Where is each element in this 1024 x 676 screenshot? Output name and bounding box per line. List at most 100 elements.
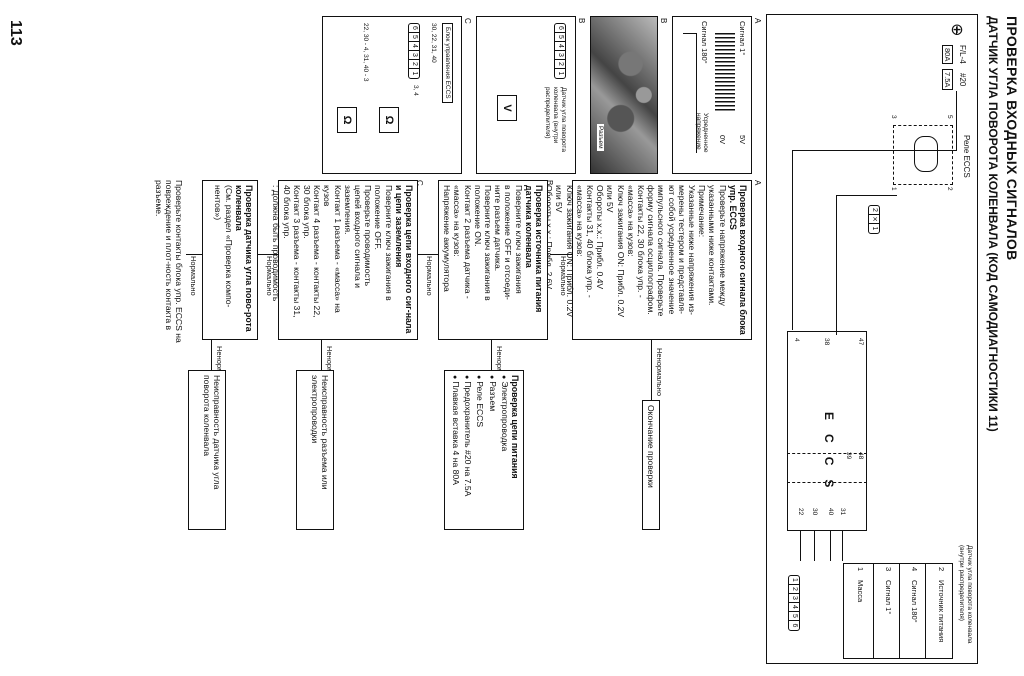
sensor-note: Датчик угла поворота коленвала (внутри р… (544, 87, 567, 152)
fuse-block: ⊕ F/L-4 #20 80A 7.5A (907, 23, 967, 93)
page-title: ПРОВЕРКА ВХОДНЫХ СИГНАЛОВ (1004, 16, 1020, 261)
battery-icon: ⊕ (947, 23, 967, 36)
sensor-row: 4 Сигнал 180° (910, 564, 926, 658)
shield-lines (787, 453, 867, 483)
page-number: 113 (7, 20, 24, 46)
text-line: кузов (322, 185, 333, 207)
text-line: Проверьте напряжение между (717, 185, 728, 306)
text-line: 40 блока упр. (281, 185, 292, 239)
step-a-box: Проверка входного сигнала блока упр. ECC… (544, 180, 752, 340)
step-d-title: Проверка датчика угла пово-рота коленвал… (233, 185, 254, 332)
ohmmeter-2: Ω (337, 107, 357, 133)
text-line: или 5V (605, 185, 616, 213)
ecu-pin-40: 40 (827, 508, 834, 516)
final-note: Проверьте контакты блока упр. ECCS на по… (153, 180, 184, 343)
text-line: Напряжение аккумулятора (442, 185, 453, 292)
relay-label: Реле ECCS (962, 135, 971, 178)
text-line: Плавкая вставка 4 на 80A (449, 375, 461, 525)
v5-label: 5V (738, 135, 747, 145)
step-c-box: Проверка цепи входного сиг-нала и цепи з… (271, 180, 418, 340)
ohm-pins-note: 22, 30 - 4, 31, 40 - 3 (362, 23, 369, 82)
text-line: ют собой усредненное значение (666, 185, 677, 315)
step-a-ok: Нормально (559, 256, 568, 296)
avg-voltage-label: Усредненное напряжение (695, 113, 709, 153)
text-line: указанными ниже контактами. (707, 185, 718, 306)
text-line: «масса» на кузов: (452, 185, 463, 257)
step-d-text: (См. раздел «Проверка компо-нентов») (213, 185, 233, 335)
text-line: импульсного сигнала. Проверьте (656, 185, 667, 317)
sensor-table: 2 Источник питания 4 Сигнал 180° 3 Сигна… (843, 563, 953, 659)
fuse-label: F/L-4 (958, 45, 967, 64)
step-d-ok: Нормально (189, 256, 198, 296)
ecu-pin-4: 4 (793, 338, 800, 342)
relay-connector: 2⨯1 (868, 205, 881, 234)
step-a-title: Проверка входного сигнала блока упр. ECC… (727, 185, 748, 335)
sensor-row: 1 Масса (856, 564, 874, 658)
relay-pin-1: 1 (890, 187, 897, 191)
step-a-bad: Ненормально (655, 348, 664, 396)
text-line: цепей входного сигнала и (352, 185, 363, 288)
text-line: Поверните ключ зажигания в (383, 185, 394, 301)
eccs-ecu: ECCS 47 38 4 48 39 31 40 30 22 (787, 331, 867, 531)
text-line: Реле ECCS (473, 375, 485, 525)
relay-pin-5: 5 (946, 115, 953, 119)
text-line: «масса» на кузов: (625, 185, 636, 257)
v0-label: 0V (718, 135, 727, 145)
photo-connector-label: Разъем (597, 124, 604, 151)
text-line: (См. раздел «Проверка компо- (223, 185, 234, 308)
text-line: 30 блока упр. (301, 185, 312, 239)
step-c-result: Неисправность разъема или электропроводк… (296, 370, 334, 530)
step-a-letter: A (753, 180, 762, 186)
step-c-ok: Нормально (265, 256, 274, 296)
ecu-pin-22: 22 (797, 508, 804, 516)
step-c-title: Проверка цепи входного сиг-нала и цепи з… (393, 185, 414, 334)
sig1-label: Сигнал 1° (738, 21, 747, 56)
step-d-box: Проверка датчика угла пово-рота коленвал… (202, 180, 258, 340)
panel-b2-letter: B (577, 18, 586, 24)
relay-box (893, 125, 953, 185)
text-line: Контакт 3 разъема - контакты 31, (291, 185, 302, 318)
text-line: Контакт 2 разъема датчика - (462, 185, 473, 299)
ecu-pin-31: 31 (839, 508, 846, 516)
text-line: форму сигнала осциллографом. (646, 185, 657, 315)
panel-c-letter: C (463, 18, 472, 24)
text-line: ните разъем датчика. (493, 185, 504, 272)
sig180-label: Сигнал 180° (700, 21, 709, 64)
text-line: Контакт 4 разъема - контакты 22, (312, 185, 323, 318)
text-line: «масса» на кузов: (574, 185, 585, 257)
fuse-number: #20 (958, 73, 967, 87)
text-line: мерены тестером и представля- (676, 185, 687, 314)
wiring-diagram-frame: ⊕ F/L-4 #20 80A 7.5A Реле ECCS 5 2 1 3 2… (766, 14, 978, 664)
text-line: в положение OFF и отсоеди- (503, 185, 514, 300)
panel-a-letter: A (753, 18, 762, 24)
text-line: Предохранитель #20 на 7.5A (461, 375, 473, 525)
text-line: положение ON. (472, 185, 483, 247)
ohm-conn-small: 3, 4 (412, 85, 419, 96)
ecu-label: Блок управления ECCS (442, 23, 453, 103)
step-b-result: Проверка цепи питания ЭлектропроводкаРаз… (444, 370, 524, 530)
text-line: Контакт 1 разъема - «масса» на (332, 185, 343, 313)
page-subtitle: ДАТЧИК УГЛА ПОВОРОТА КОЛЕНВАЛА (КОД САМО… (986, 16, 1000, 432)
voltmeter: V (497, 95, 517, 121)
panel-b-letter: B (659, 18, 668, 24)
ecu-pin-47: 47 (857, 338, 864, 346)
text-line: заземления. (342, 185, 353, 235)
waveform-panel: Сигнал 1° Сигнал 180° 5V 0V Усредненное … (672, 16, 752, 174)
step-d-result: Неисправность датчика угла поворота коле… (188, 370, 226, 530)
text-line: Проверьте проводимость (363, 185, 374, 287)
relay-pin-2: 2 (946, 187, 953, 191)
relay-pin-3: 3 (890, 115, 897, 119)
step-b-title: Проверка источника питания датчика колен… (523, 185, 544, 313)
text-line: Примечание: (697, 185, 708, 238)
ecu-pin-38: 38 (823, 338, 830, 346)
step-a-result: Окончание проверки (642, 400, 660, 530)
text-line: положение OFF. (373, 185, 384, 250)
text-line: Указанные ниже напряжения из- (686, 185, 697, 315)
text-line: Поверните ключ зажигания (513, 185, 524, 294)
